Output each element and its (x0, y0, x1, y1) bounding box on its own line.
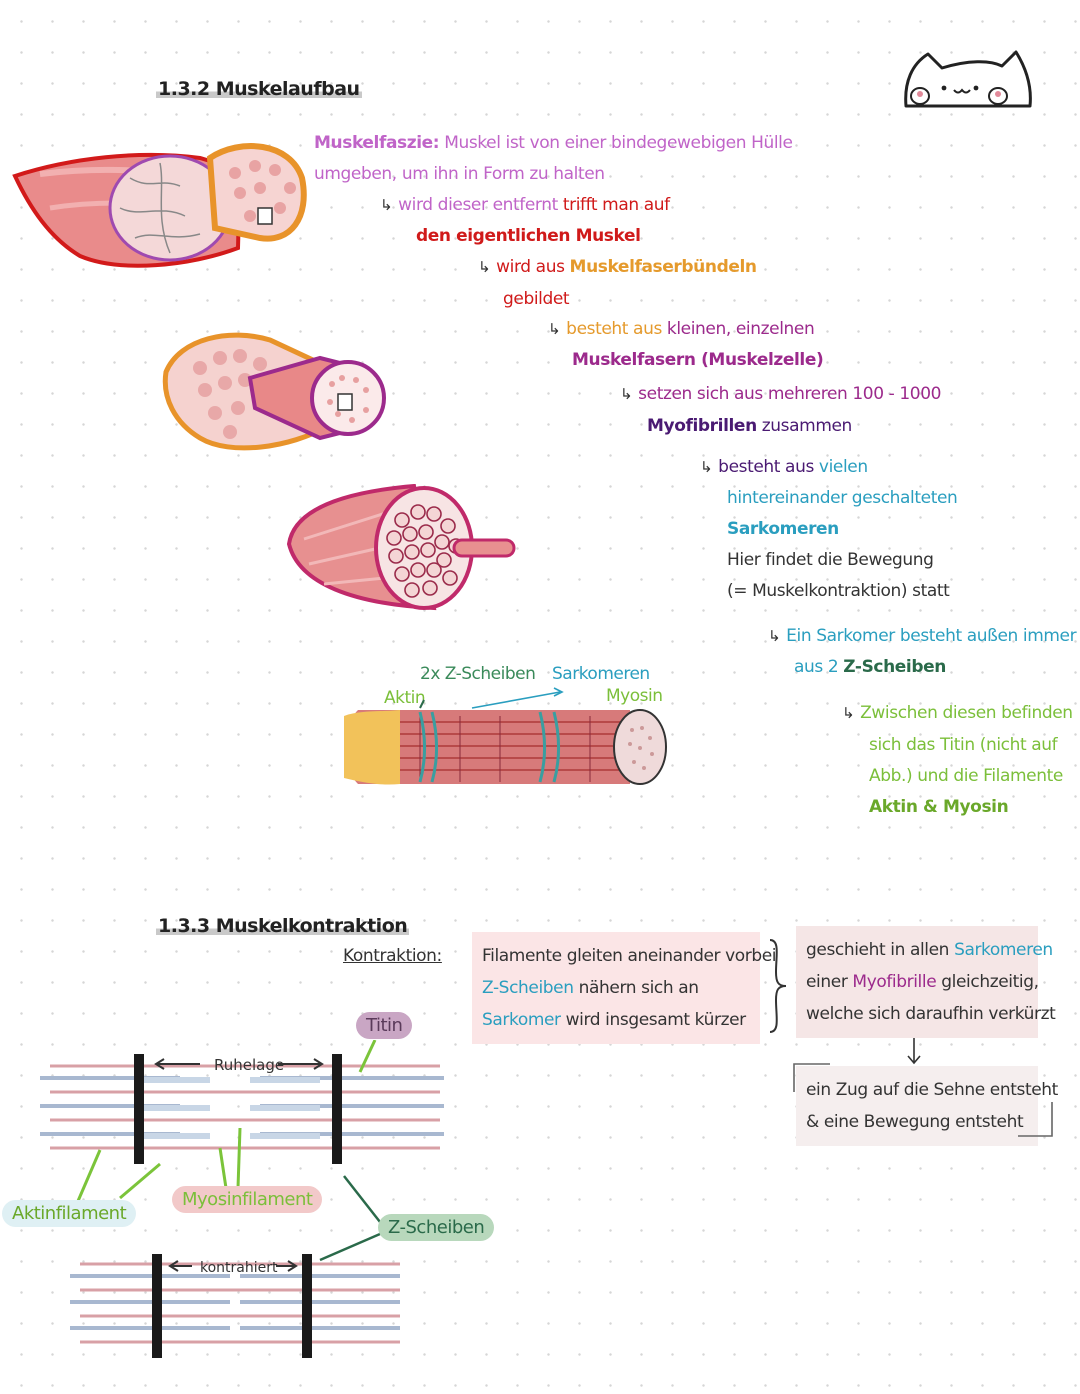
section-heading-muskelaufbau: 1.3.2 Muskelaufbau (156, 78, 362, 100)
muscle-illustration (12, 143, 307, 268)
pill-titin: Titin (356, 1012, 413, 1039)
arrow-icon: ↳ (768, 627, 781, 645)
curly-brace-icon (769, 939, 787, 1033)
text-line-muskelfaserbuendel: ↳wird aus Muskelfaserbündeln (478, 257, 757, 277)
arrow-icon: ↳ (548, 320, 561, 338)
label-myosin: Myosin (606, 686, 663, 706)
myofibril-illustration (344, 687, 667, 785)
arrow-icon: ↳ (380, 196, 393, 214)
text-line-entfernt: ↳wird dieser entfernt trifft man auf (380, 195, 670, 215)
box-zug-sehne: ein Zug auf die Sehne entsteht & eine Be… (796, 1066, 1058, 1146)
label-ruhelage: Ruhelage (214, 1056, 284, 1074)
sarcomere-contraction-diagram: Ruhelage kontrahiert (40, 1040, 444, 1358)
arrow-icon: ↳ (842, 704, 855, 722)
text-sarkomeren: Sarkomeren (727, 519, 839, 539)
box-sarkomeren-gleichzeitig: geschieht in allen Sarkomeren einer Myof… (796, 926, 1056, 1038)
text-gebildet: gebildet (503, 289, 570, 309)
pill-aktinfilament: Aktinfilament (2, 1200, 137, 1227)
text-titin: sich das Titin (nicht auf (869, 735, 1058, 755)
label-2x-z-scheiben: 2x Z-Scheiben (420, 664, 536, 684)
cat-doodle-icon (904, 50, 1032, 108)
muscle-fiber-illustration (286, 484, 516, 611)
text-line-sarkomer-aussen: ↳Ein Sarkomer besteht außen immer (768, 626, 1077, 646)
text-line-zwischen: ↳Zwischen diesen befinden (842, 703, 1073, 723)
text-filamente: Abb.) und die Filamente (869, 766, 1063, 786)
label-kontrahiert: kontrahiert (200, 1260, 278, 1276)
arrow-down-icon (907, 1038, 921, 1065)
arrow-icon: ↳ (620, 385, 633, 403)
text-aktin-myosin: Aktin & Myosin (869, 797, 1009, 817)
text-muskelfasern: Muskelfasern (Muskelzelle) (572, 350, 824, 370)
text-eigentlicher-muskel: den eigentlichen Muskel (416, 226, 641, 246)
box-filamente-gleiten: Filamente gleiten aneinander vorbei Z-Sc… (472, 932, 777, 1044)
text-line-vielen: ↳besteht aus vielen (700, 457, 868, 477)
pill-myosinfilament: Myosinfilament (172, 1186, 323, 1213)
section-heading-muskelkontraktion: 1.3.3 Muskelkontraktion (156, 915, 410, 937)
pill-z-scheiben: Z-Scheiben (378, 1214, 495, 1241)
label-kontraktion: Kontraktion: (343, 946, 442, 966)
label-sarkomeren: Sarkomeren (552, 664, 650, 684)
arrow-icon: ↳ (478, 258, 491, 276)
text-hintereinander: hintereinander geschalteten (727, 488, 958, 508)
arrow-icon: ↳ (700, 458, 713, 476)
text-myofibrillen: Myofibrillen zusammen (647, 416, 852, 436)
text-muskelkontraktion: (= Muskelkontraktion) statt (727, 581, 950, 601)
text-bewegung: Hier findet die Bewegung (727, 550, 934, 570)
label-aktin: Aktin (384, 688, 426, 708)
text-muskelfaszie-line2: umgeben, um ihn in Form zu halten (314, 164, 605, 184)
muscle-bundle-illustration (162, 332, 386, 451)
text-line-kleinen: ↳besteht aus kleinen, einzelnen (548, 319, 815, 339)
text-muskelfaszie-line1: Muskelfaszie: Muskel ist von einer binde… (314, 133, 793, 153)
text-z-scheiben: aus 2 Z-Scheiben (794, 657, 946, 677)
corner-brackets (793, 1063, 1053, 1137)
text-line-100-1000: ↳setzen sich aus mehreren 100 - 1000 (620, 384, 942, 404)
